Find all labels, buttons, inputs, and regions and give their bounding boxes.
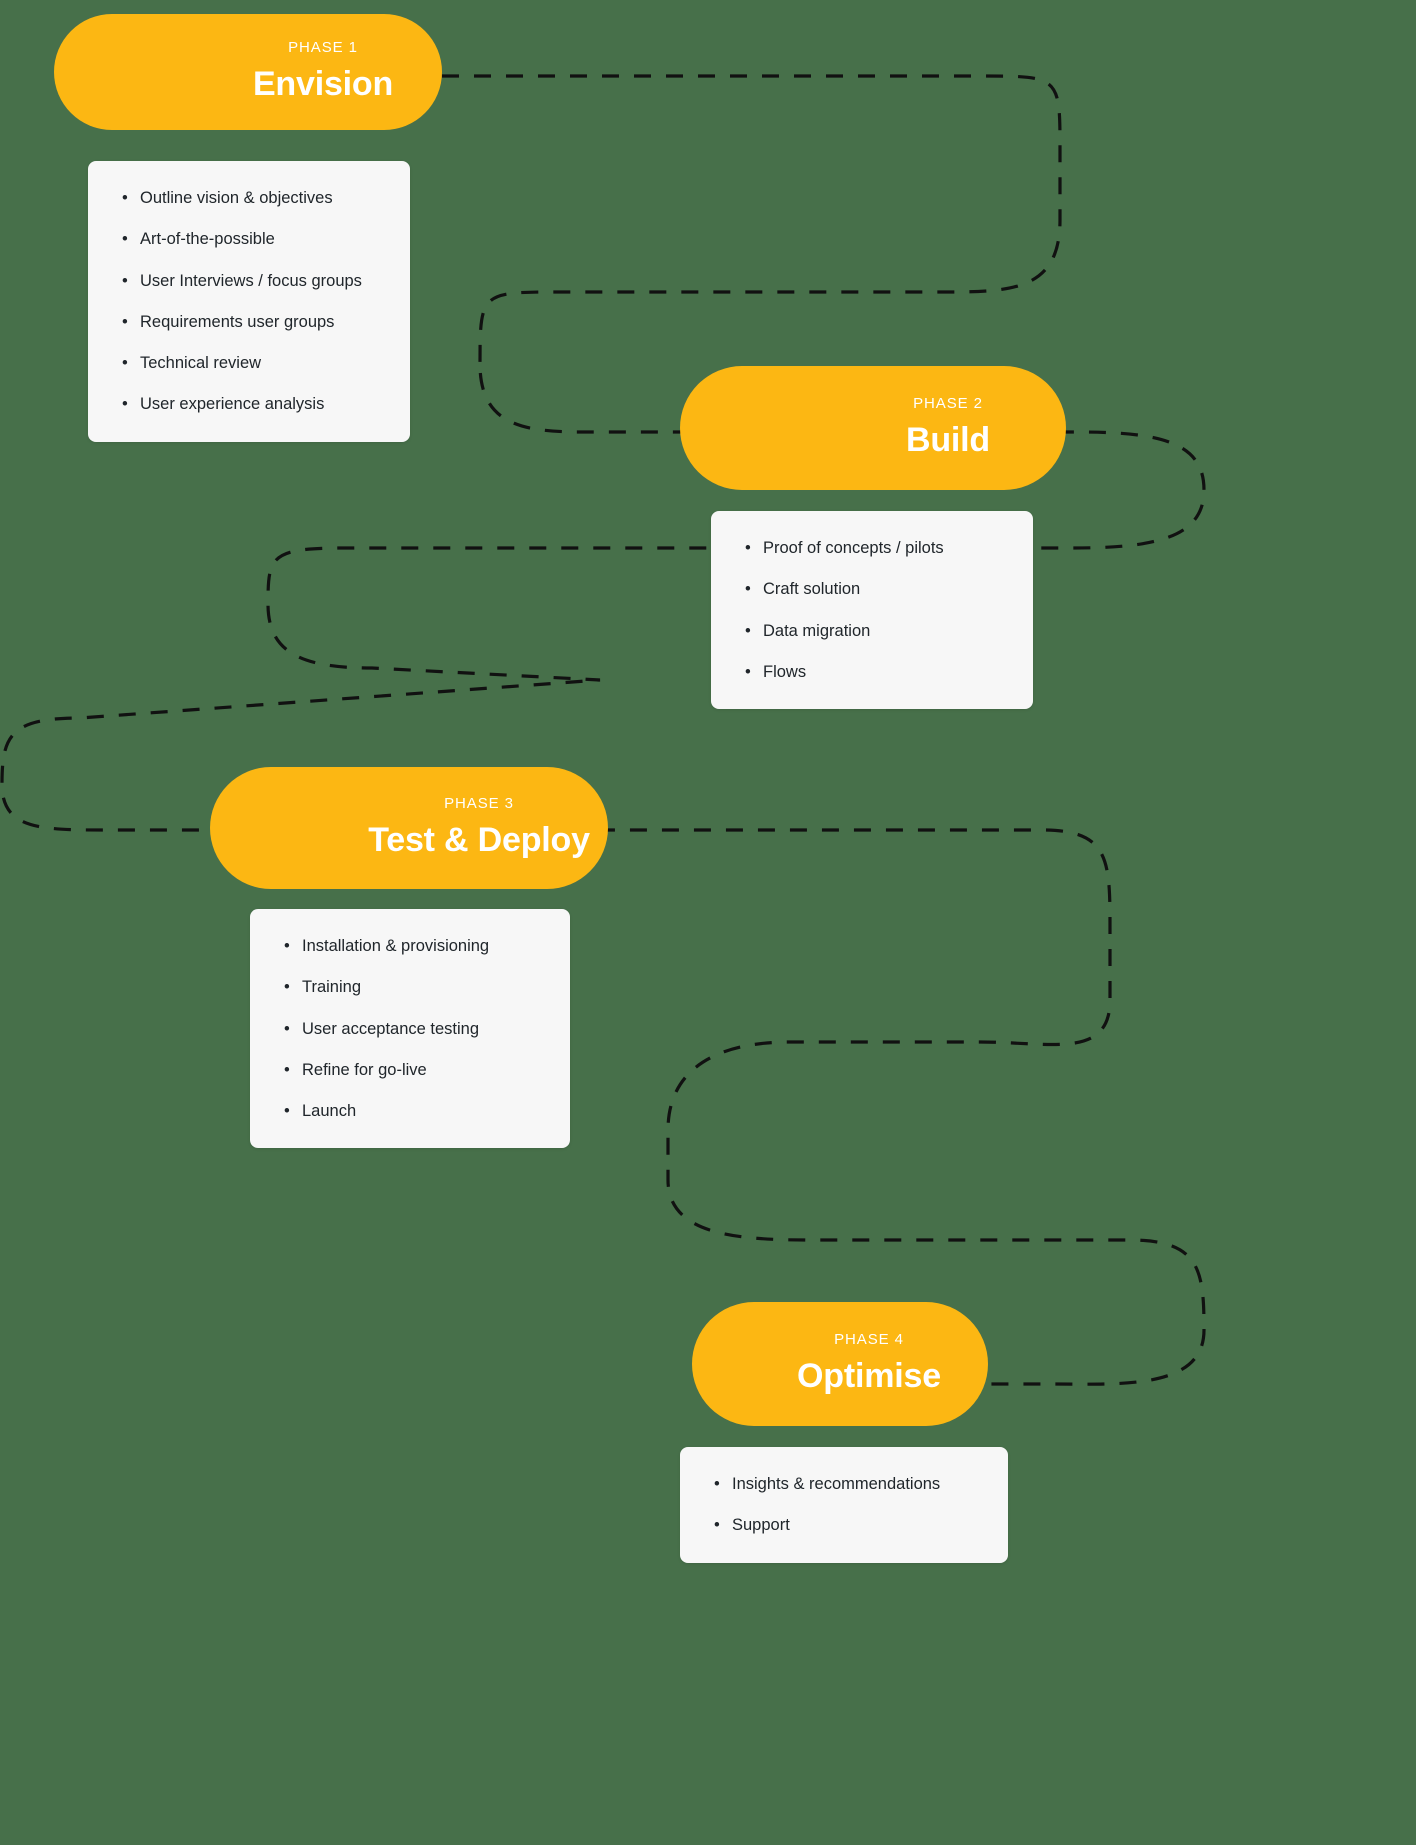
phase-pill-3-content: PHASE 3 Test & Deploy (228, 795, 590, 862)
phase-pill-1-content: PHASE 1 Envision (103, 39, 393, 106)
list-item: • Launch (284, 1100, 540, 1122)
phase-group-1: PHASE 1 Envision • Outline vision & objec… (54, 14, 442, 442)
phase-2-bullet-list: • Proof of concepts / pilots • Craft solut… (745, 537, 1003, 683)
phase-1-bullet-list: • Outline vision & objectives • Art-of-the… (122, 187, 380, 416)
phase-group-2: PHASE 2 Build • Proof of concepts / pilot… (680, 366, 1066, 710)
phase-pill-4-content: PHASE 4 Optimise (739, 1331, 941, 1398)
bullet-dot-icon: • (122, 230, 128, 249)
phase-card-2: • Proof of concepts / pilots • Craft solut… (711, 511, 1033, 710)
list-item: • Art-of-the-possible (122, 228, 380, 250)
phase-3-kicker: PHASE 3 (444, 794, 514, 812)
bullet-dot-icon: • (745, 662, 751, 681)
bullet-dot-icon: • (714, 1475, 720, 1493)
phase-2-title: Build (906, 420, 990, 459)
phase-3-bullet-list: • Installation & provisioning • Training •… (284, 935, 540, 1122)
list-item: • Craft solution (745, 578, 1003, 600)
phase-1-kicker: PHASE 1 (288, 38, 358, 56)
phase-pill-1[interactable]: PHASE 1 Envision (54, 14, 442, 130)
phase-4-kicker: PHASE 4 (834, 1330, 904, 1348)
list-item-label: Technical review (140, 354, 262, 373)
bullet-dot-icon: • (745, 621, 751, 640)
list-item: • Requirements user groups (122, 311, 380, 333)
list-item-label: User acceptance testing (302, 1019, 480, 1038)
bullet-dot-icon: • (714, 1516, 720, 1535)
list-item-label: Flows (763, 662, 807, 681)
list-item: • User acceptance testing (284, 1018, 540, 1040)
phase-pill-4[interactable]: PHASE 4 Optimise (692, 1302, 988, 1426)
bullet-dot-icon: • (284, 1060, 290, 1079)
list-item-label: Outline vision & objectives (140, 189, 333, 207)
phase-group-3: PHASE 3 Test & Deploy • Installation & pr… (210, 767, 608, 1149)
list-item-label: Refine for go-live (302, 1060, 427, 1079)
list-item: • Training (284, 976, 540, 998)
list-item: • Proof of concepts / pilots (745, 537, 1003, 559)
list-item-label: Launch (302, 1102, 357, 1121)
phase-pill-3[interactable]: PHASE 3 Test & Deploy (210, 767, 608, 889)
list-item: • Support (714, 1514, 978, 1536)
bullet-dot-icon: • (122, 354, 128, 373)
bullet-dot-icon: • (122, 312, 128, 331)
phase-card-3: • Installation & provisioning • Training •… (250, 909, 570, 1149)
list-item-label: User Interviews / focus groups (140, 271, 362, 290)
list-item-label: User experience analysis (140, 395, 325, 414)
list-item: • Refine for go-live (284, 1059, 540, 1081)
bullet-dot-icon: • (122, 395, 128, 414)
list-item: • Outline vision & objectives (122, 187, 380, 209)
phase-card-1: • Outline vision & objectives • Art-of-the… (88, 161, 410, 442)
list-item: • Installation & provisioning (284, 935, 540, 957)
list-item: • User Interviews / focus groups (122, 270, 380, 292)
phase-pill-2-content: PHASE 2 Build (756, 395, 990, 462)
list-item: • Flows (745, 661, 1003, 683)
list-item-label: Data migration (763, 621, 871, 640)
phase-3-title: Test & Deploy (368, 820, 590, 859)
phase-1-title: Envision (252, 64, 394, 103)
phase-card-4: • Insights & recommendations • Support (680, 1447, 1008, 1563)
phase-4-title: Optimise (797, 1356, 941, 1395)
bullet-dot-icon: • (122, 271, 128, 290)
list-item-label: Art-of-the-possible (140, 230, 275, 249)
list-item: • Data migration (745, 620, 1003, 642)
bullet-dot-icon: • (745, 539, 751, 557)
list-item-label: Proof of concepts / pilots (763, 539, 944, 557)
phase-4-bullet-list: • Insights & recommendations • Support (714, 1473, 978, 1537)
phase-group-4: PHASE 4 Optimise • Insights & recommendat… (680, 1302, 1008, 1563)
list-item: • User experience analysis (122, 393, 380, 415)
bullet-dot-icon: • (284, 978, 290, 997)
list-item-label: Installation & provisioning (302, 937, 490, 955)
phase-pill-2[interactable]: PHASE 2 Build (680, 366, 1066, 490)
list-item-label: Requirements user groups (140, 312, 335, 331)
bullet-dot-icon: • (122, 189, 128, 207)
bullet-dot-icon: • (284, 1102, 290, 1121)
bullet-dot-icon: • (284, 937, 290, 955)
list-item-label: Support (732, 1516, 790, 1535)
list-item-label: Craft solution (763, 580, 861, 599)
list-item-label: Training (302, 978, 361, 997)
bullet-dot-icon: • (284, 1019, 290, 1038)
list-item-label: Insights & recommendations (732, 1475, 941, 1493)
bullet-dot-icon: • (745, 580, 751, 599)
list-item: • Insights & recommendations (714, 1473, 978, 1495)
list-item: • Technical review (122, 352, 380, 374)
phase-2-kicker: PHASE 2 (913, 394, 983, 412)
